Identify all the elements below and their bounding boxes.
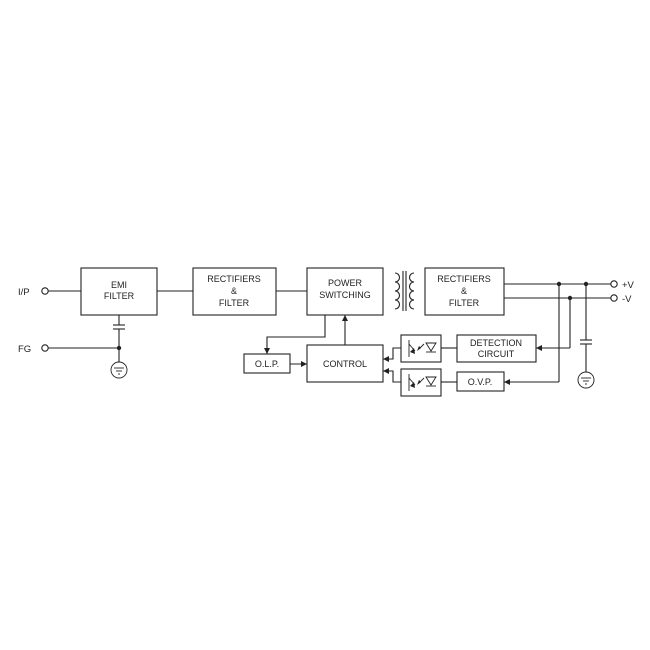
pos-label: +V <box>622 280 635 291</box>
rect1-label-3: FILTER <box>219 298 250 308</box>
arrow-control-power <box>342 315 348 321</box>
emi-filter-label-2: FILTER <box>104 291 135 301</box>
neg-label: -V <box>622 294 632 305</box>
neg-terminal <box>610 294 618 302</box>
arrow-opto1-control <box>383 356 389 362</box>
fg-label: FG <box>18 344 31 355</box>
rect1-label-1: RECTIFIERS <box>207 274 261 284</box>
arrow-power-olp <box>264 348 270 354</box>
earth-ground-icon-left <box>110 361 128 379</box>
detection-label-1: DETECTION <box>470 338 522 348</box>
wire-opto2-control <box>383 370 401 383</box>
transformer-icon <box>394 271 415 311</box>
y-capacitor-symbol <box>113 315 125 362</box>
detection-label-2: CIRCUIT <box>478 349 515 359</box>
power-switching-block <box>306 267 384 316</box>
rect2-label-1: RECTIFIERS <box>437 274 491 284</box>
rect2-label-3: FILTER <box>449 298 480 308</box>
power-switching-label-1: POWER <box>328 278 363 288</box>
junction-fg <box>116 345 122 351</box>
rectifiers-filter-1-block <box>192 267 277 316</box>
arrow-to-ovp <box>504 379 510 385</box>
optocoupler-1-icon <box>400 334 442 363</box>
optocoupler-2-icon <box>400 368 442 397</box>
arrow-opto2-control <box>383 368 389 374</box>
rect1-label-2: & <box>231 286 237 296</box>
input-terminal <box>41 287 49 295</box>
emi-filter-label-1: EMI <box>111 280 127 290</box>
power-switching-label-2: SWITCHING <box>319 290 371 300</box>
rectifiers-filter-2-block <box>424 267 505 316</box>
arrow-olp-control <box>301 361 307 367</box>
output-capacitor-symbol <box>580 284 592 372</box>
wire-opto1-control <box>383 347 401 360</box>
earth-ground-icon-right <box>577 371 595 389</box>
fg-terminal <box>41 344 49 352</box>
arrow-to-detection <box>536 345 542 351</box>
emi-filter-block <box>80 267 158 316</box>
rect2-label-2: & <box>461 286 467 296</box>
wire-power-olp <box>266 315 326 354</box>
pos-terminal <box>610 280 618 288</box>
input-label: I/P <box>18 287 30 298</box>
control-label: CONTROL <box>323 359 367 369</box>
ovp-label: O.V.P. <box>468 377 493 387</box>
olp-label: O.L.P. <box>255 359 279 369</box>
control-block <box>306 344 384 383</box>
detection-circuit-block <box>456 334 537 363</box>
